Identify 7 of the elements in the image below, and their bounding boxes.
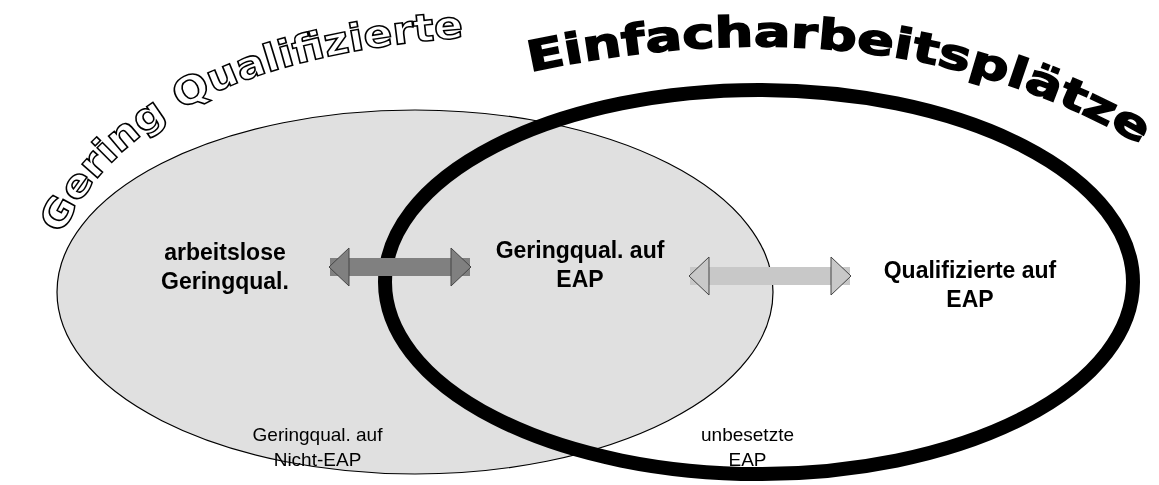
set-label: arbeitslose Geringqual. (160, 238, 290, 296)
set-label: Qualifizierte auf EAP (882, 256, 1058, 314)
double-arrow (688, 256, 852, 296)
set-label: Geringqual. auf EAP (494, 236, 666, 294)
region-label: Geringqual. auf Nicht-EAP (251, 423, 384, 472)
region-label: unbesetzte EAP (700, 423, 795, 472)
double-arrow (328, 247, 472, 287)
